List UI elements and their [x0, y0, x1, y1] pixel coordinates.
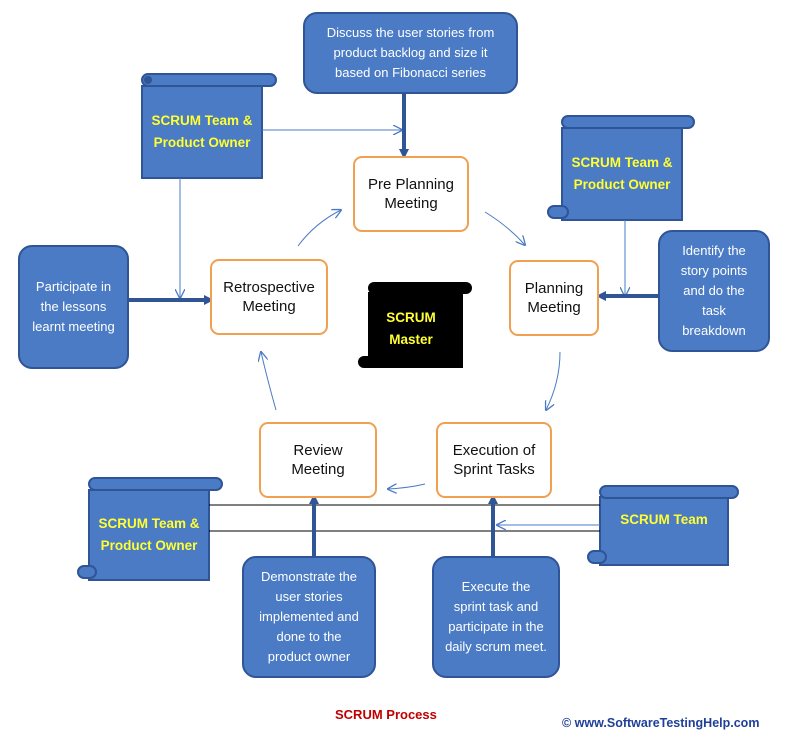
cycle-arrow-review-to-retrospective [261, 352, 277, 411]
scroll-team-po-bottom-left [77, 477, 223, 581]
cycle-arrow-preplanning-to-planning [484, 211, 525, 245]
role-team-po-top-right: SCRUM Team & Product Owner [571, 155, 673, 192]
cycle-arrow-execution-to-review [388, 483, 426, 489]
role-team-po-top-left: SCRUM Team & Product Owner [151, 113, 253, 150]
credit-link[interactable]: © www.SoftwareTestingHelp.com [562, 716, 760, 730]
stage-planning-meeting: Planning Meeting [509, 260, 599, 336]
callout-backlog-sizing: Discuss the user stories from product ba… [303, 12, 518, 94]
diagram-caption: SCRUM Process [335, 707, 437, 722]
stage-review-meeting: Review Meeting [259, 422, 377, 498]
scroll-scrum-master [358, 282, 472, 368]
callout-identify-story-points: Identify the story points and do the tas… [658, 230, 770, 352]
stage-pre-planning-meeting: Pre Planning Meeting [353, 156, 469, 232]
scroll-team-po-top-right [547, 115, 695, 221]
callout-lessons-learnt: Participate in the lessons learnt meetin… [18, 245, 129, 369]
callout-demonstrate-user-stories: Demonstrate the user stories implemented… [242, 556, 376, 678]
stage-retrospective-meeting: Retrospective Meeting [210, 259, 328, 335]
role-scrum-master: SCRUM Master [386, 310, 436, 347]
stage-execution-of-sprint-tasks: Execution of Sprint Tasks [436, 422, 552, 498]
callout-execute-sprint-task: Execute the sprint task and participate … [432, 556, 560, 678]
scroll-team-po-top-left [141, 73, 277, 179]
cycle-arrow-planning-to-execution [546, 351, 561, 410]
role-scrum-team: SCRUM Team [620, 512, 708, 527]
role-team-po-bottom-left: SCRUM Team & Product Owner [98, 516, 200, 553]
cycle-arrow-retrospective-to-preplanning [297, 210, 341, 247]
scroll-team-bottom-right [587, 485, 739, 566]
